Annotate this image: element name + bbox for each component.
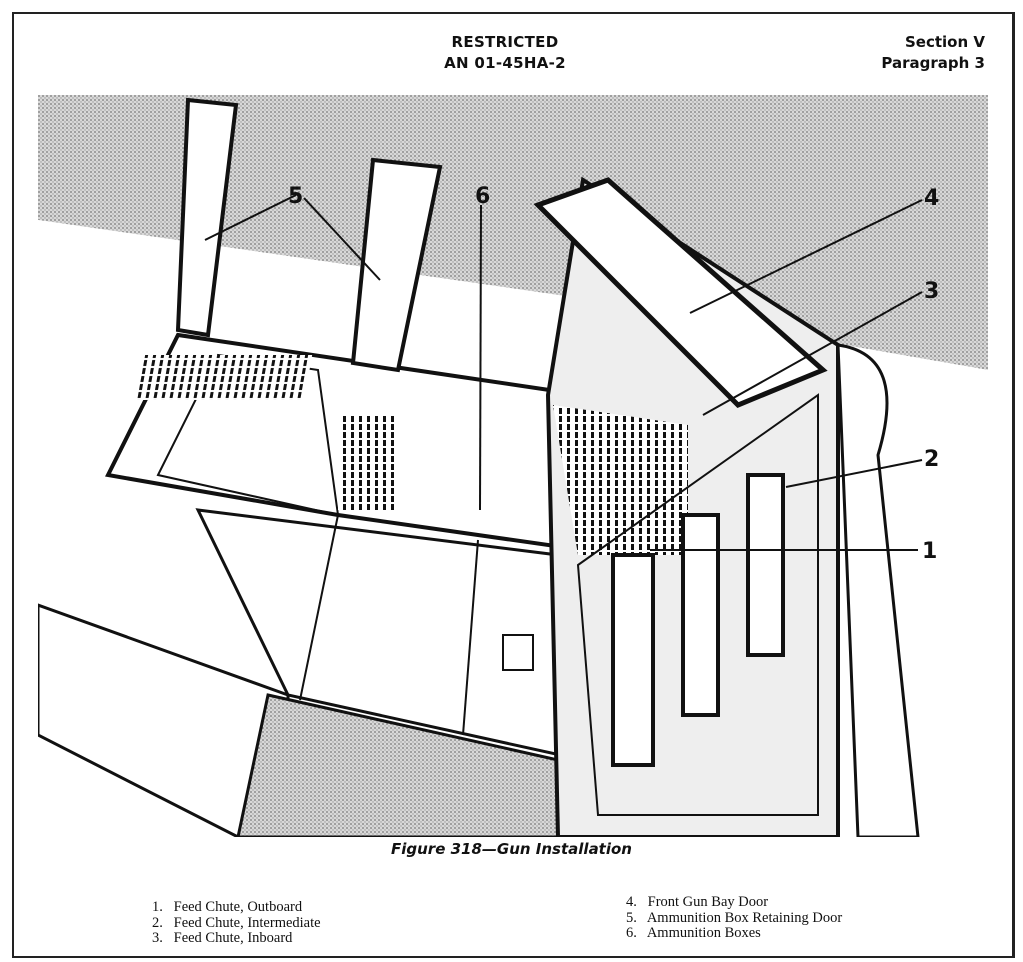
front-gun-bay-door (533, 177, 828, 408)
legend-left: 1. Feed Chute, Outboard 2. Feed Chute, I… (152, 899, 321, 947)
callout-6: 6 (475, 184, 490, 209)
header-right: Section V Paragraph 3 (881, 32, 985, 74)
classification-label: RESTRICTED (451, 33, 559, 51)
gun-installation-illustration: 5 6 4 3 2 1 (38, 95, 988, 837)
callout-4: 4 (924, 186, 939, 211)
legend-item: 1. Feed Chute, Outboard (152, 899, 303, 915)
callout-2: 2 (924, 447, 939, 472)
header-center: RESTRICTED AN 01-45HA-2 (380, 32, 630, 74)
legend-item: 5. Ammunition Box Retaining Door (626, 909, 843, 926)
ammo-retaining-door-2 (350, 157, 443, 373)
figure-caption: Figure 318—Gun Installation (391, 840, 632, 858)
legend-item: 6. Ammunition Boxes (626, 925, 761, 941)
callout-3: 3 (924, 279, 939, 304)
legend-item: 3. Feed Chute, Inboard (152, 930, 293, 946)
document-number: AN 01-45HA-2 (444, 54, 566, 72)
leader-lines (204, 194, 923, 551)
callout-5: 5 (288, 184, 303, 209)
section-label: Section V (905, 33, 985, 51)
ammo-retaining-door-1 (175, 97, 239, 338)
paragraph-label: Paragraph 3 (881, 54, 985, 72)
legend-item: 2. Feed Chute, Intermediate (152, 914, 321, 931)
page-border (12, 12, 1015, 958)
callout-1: 1 (922, 539, 937, 564)
legend-item: 4. Front Gun Bay Door (626, 894, 769, 910)
legend-right: 4. Front Gun Bay Door 5. Ammunition Box … (626, 894, 843, 942)
